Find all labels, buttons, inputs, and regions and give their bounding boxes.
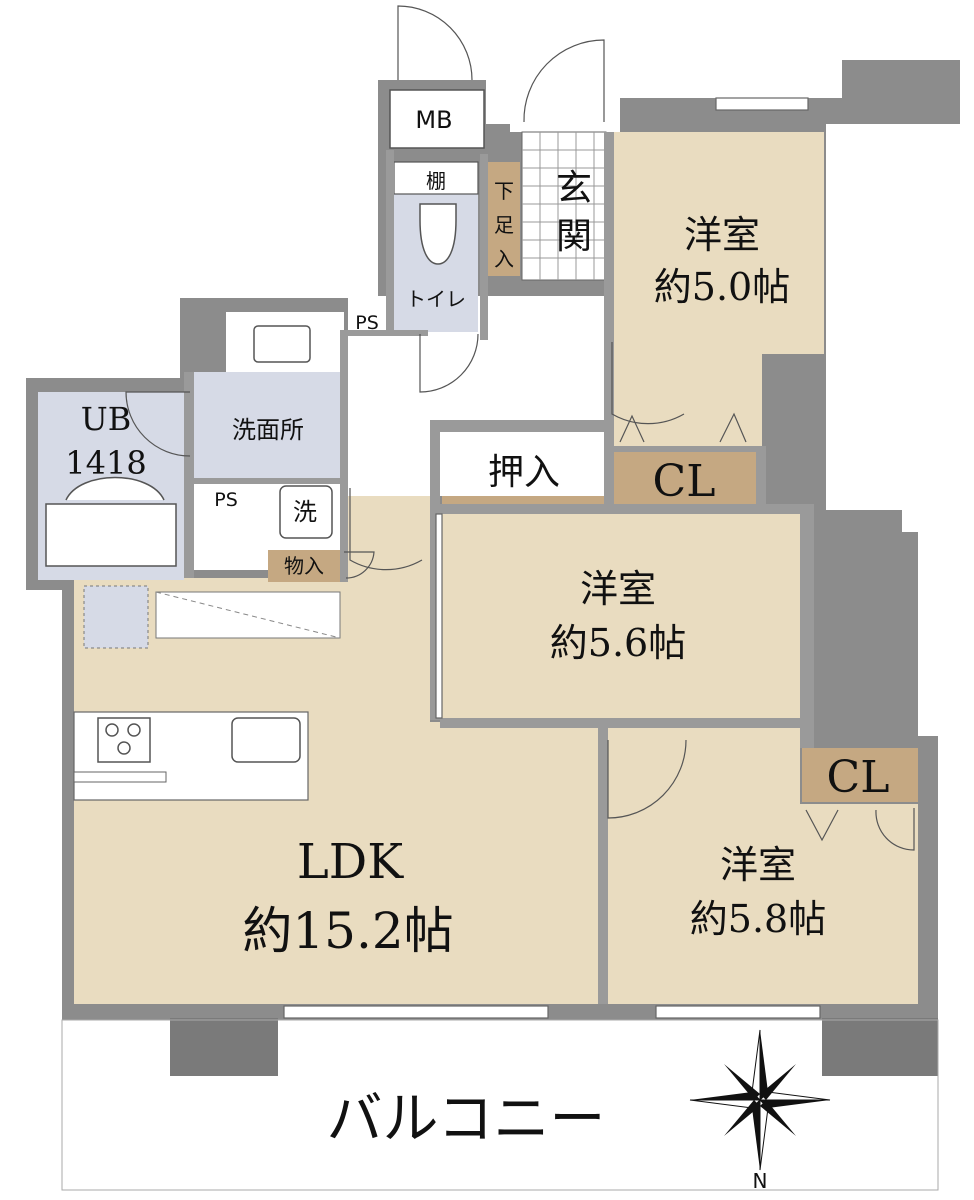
shoe-box-label-3: 入 bbox=[494, 247, 514, 271]
kitchen-sink bbox=[231, 717, 301, 763]
ldk-name: LDK bbox=[297, 834, 404, 890]
western-5-6-size: 約5.6帖 bbox=[550, 621, 686, 665]
balcony bbox=[61, 1019, 939, 1191]
compass-north-label: N bbox=[753, 1169, 768, 1193]
western-room-5-6 bbox=[440, 514, 800, 718]
toilet-shelf bbox=[393, 161, 479, 195]
doors bbox=[125, 5, 915, 851]
washing-machine-pan bbox=[279, 485, 333, 539]
shoe-box-label-1: 下 bbox=[494, 179, 514, 203]
western-5-8-name: 洋室 bbox=[720, 843, 796, 887]
closet-upper-label: CL bbox=[653, 456, 716, 507]
monoire[interactable] bbox=[268, 550, 340, 582]
ps-toilet-label: PS bbox=[355, 312, 379, 334]
western-5-0-size: 約5.0帖 bbox=[654, 265, 790, 309]
shoe-box[interactable] bbox=[488, 162, 520, 276]
entrance-label-1: 玄 bbox=[556, 168, 592, 209]
closet-lower-label: CL bbox=[827, 752, 890, 803]
unit-bath-label-1: UB bbox=[81, 400, 131, 438]
closet-upper[interactable] bbox=[614, 452, 756, 504]
meter-box[interactable] bbox=[389, 89, 485, 149]
interior-walls bbox=[184, 132, 814, 1004]
shoe-box-label-2: 足 bbox=[494, 213, 514, 237]
mb-label: MB bbox=[415, 106, 452, 134]
ldk-size: 約15.2帖 bbox=[242, 902, 453, 960]
bathtub bbox=[45, 476, 177, 567]
sink-washroom bbox=[253, 325, 311, 363]
balcony-pillar-left bbox=[170, 1018, 278, 1076]
western-5-6-name: 洋室 bbox=[580, 567, 656, 611]
closet-lower[interactable] bbox=[802, 748, 918, 802]
balcony-label: バルコニー bbox=[327, 1087, 606, 1152]
washer-label: 洗 bbox=[293, 498, 317, 526]
stove-icon bbox=[97, 717, 151, 763]
fixtures bbox=[45, 203, 457, 783]
western-room-5-0 bbox=[614, 132, 824, 446]
unit-bath-label-2: 1418 bbox=[65, 444, 146, 482]
toilet-bowl bbox=[419, 203, 457, 265]
balcony-pillar-right bbox=[822, 1018, 938, 1076]
ps-wash-label: PS bbox=[214, 489, 238, 511]
fridge-space bbox=[83, 585, 149, 649]
compass-icon bbox=[689, 1029, 831, 1171]
western-room-5-8 bbox=[606, 728, 918, 1004]
western-5-8-size: 約5.8帖 bbox=[690, 897, 826, 941]
western-5-0-name: 洋室 bbox=[684, 213, 760, 257]
windows bbox=[283, 97, 821, 1019]
washroom-label: 洗面所 bbox=[232, 416, 304, 444]
shelf-label: 棚 bbox=[426, 169, 446, 193]
washroom bbox=[194, 372, 340, 478]
entrance-floor bbox=[521, 131, 607, 281]
oshiire-label: 押入 bbox=[488, 452, 560, 493]
monoire-label: 物入 bbox=[284, 554, 324, 578]
toilet-label: トイレ bbox=[406, 287, 466, 311]
entrance-label-2: 関 bbox=[556, 216, 592, 257]
